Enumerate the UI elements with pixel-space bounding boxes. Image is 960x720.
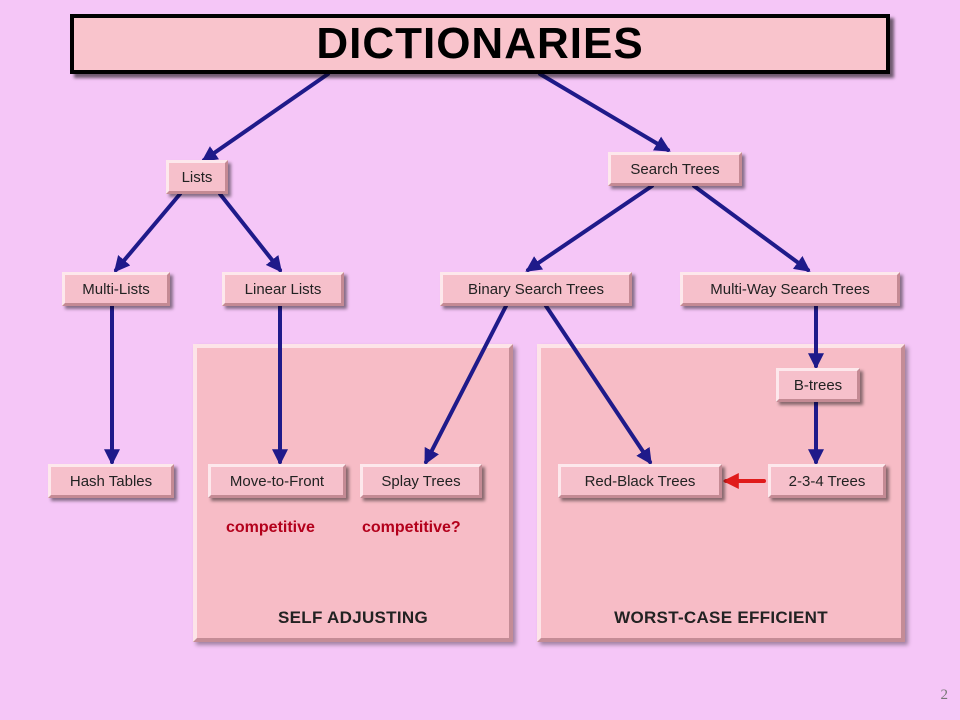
title-box: DICTIONARIES [70, 14, 890, 74]
edge-lists-multilists [113, 192, 182, 273]
node-multi-lists[interactable]: Multi-Lists [62, 272, 170, 306]
node-move-to-front[interactable]: Move-to-Front [208, 464, 346, 498]
edge-bst-splaytrees [424, 304, 508, 465]
note-competitive: competitive [226, 519, 315, 536]
node-2-3-4-trees[interactable]: 2-3-4 Trees [768, 464, 886, 498]
edge-searchtrees-bst [525, 184, 654, 272]
edge-searchtrees-mwst [692, 184, 811, 272]
node-search-trees[interactable]: Search Trees [608, 152, 742, 186]
page-number: 2 [940, 687, 949, 703]
worst-case-label: WORST-CASE EFFICIENT [614, 608, 828, 627]
node-lists[interactable]: Lists [166, 160, 228, 194]
node-b-trees[interactable]: B-trees [776, 368, 860, 402]
edge-bst-redblack [544, 304, 652, 465]
edge-title-lists [201, 72, 330, 162]
node-binary-search-trees[interactable]: Binary Search Trees [440, 272, 632, 306]
note-competitive-question: competitive? [362, 519, 461, 536]
node-red-black-trees[interactable]: Red-Black Trees [558, 464, 722, 498]
self-adjusting-label: SELF ADJUSTING [278, 608, 428, 627]
page-title: DICTIONARIES [316, 19, 644, 68]
node-splay-trees[interactable]: Splay Trees [360, 464, 482, 498]
node-linear-lists[interactable]: Linear Lists [222, 272, 344, 306]
node-hash-tables[interactable]: Hash Tables [48, 464, 174, 498]
edge-title-searchtrees [538, 72, 671, 152]
edge-lists-linearlists [218, 192, 282, 273]
node-multi-way-search-trees[interactable]: Multi-Way Search Trees [680, 272, 900, 306]
